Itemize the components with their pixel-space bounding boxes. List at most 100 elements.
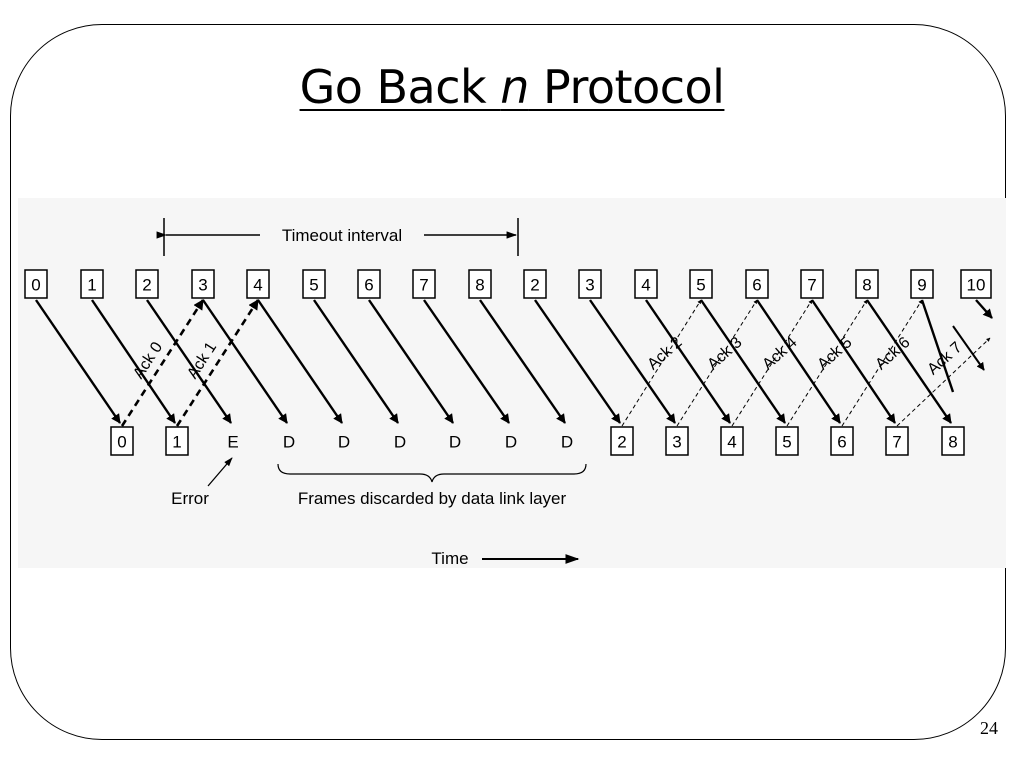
receiver-frame-label: 3 [672,433,681,452]
sender-frame-label: 1 [87,276,96,295]
discarded-brace [277,463,587,483]
discarded-frame-label: D [561,433,573,452]
time-label: Time [431,549,468,568]
frame-transmission-arrow [975,299,993,319]
frame-transmission-arrow [534,299,621,424]
sender-frame-label: 6 [752,276,761,295]
error-pointer-arrow [207,457,233,487]
sender-frame-box [468,269,492,299]
sender-frame-label: 5 [309,276,318,295]
receiver-frame-box [885,426,909,456]
sender-frame-box [910,269,934,299]
ack-arrow [786,299,868,427]
receiver-frame-box [610,426,634,456]
sender-frame-box [745,269,769,299]
discarded-frame-label: D [283,433,295,452]
frame-arrows [35,299,993,424]
frame-transmission-arrow [700,299,786,424]
frame-transmission-arrow [811,299,896,424]
receiver-frame-label: 8 [948,433,957,452]
frame-transmission-arrow [920,299,955,393]
receiver-frame-box [941,426,965,456]
frame-transmission-arrow [146,299,232,424]
sender-frame-label: 6 [364,276,373,295]
error-frame-label: E [227,433,238,452]
sender-frame-label: 5 [696,276,705,295]
receiver-frame-box [165,426,189,456]
sender-frame-label: 3 [585,276,594,295]
frame-transmission-arrow [645,299,731,424]
frame-transmission-arrow [368,299,454,424]
ack-arrow [731,299,813,427]
receiver-frame-label: 1 [172,433,181,452]
page-number: 24 [980,718,998,738]
receiver-frame-box [720,426,744,456]
frame-transmission-arrow [589,299,676,424]
sender-frame-box [24,269,48,299]
ack-arrow [175,299,260,427]
receiver-frame-label: 7 [892,433,901,452]
receiver-frame-box [665,426,689,456]
sender-frame-box [302,269,326,299]
discarded-label: Frames discarded by data link layer [298,489,567,508]
sender-frame-box [523,269,547,299]
discarded-frame-label: D [449,433,461,452]
sender-frame-box [80,269,104,299]
sender-frame-label: 8 [475,276,484,295]
sender-frame-box [191,269,215,299]
sender-frame-label: 9 [917,276,926,295]
sender-frame-box [578,269,602,299]
receiver-frame-box [775,426,799,456]
frame-transmission-arrow [313,299,399,424]
error-label: Error [171,489,209,508]
sender-frame-box [412,269,436,299]
ack-arrow [120,299,205,427]
frame-transmission-arrow [91,299,176,424]
receiver-frame-label: 5 [782,433,791,452]
frame-transmission-arrow [423,299,510,424]
receiver-frame-label: 4 [727,433,736,452]
sender-frame-label: 7 [807,276,816,295]
sender-frame-label: 0 [31,276,40,295]
frame-transmission-arrow [35,299,121,424]
sender-frame-box [689,269,713,299]
sender-frame-label: 2 [530,276,539,295]
receiver-frame-label: 0 [117,433,126,452]
discarded-frame-label: D [338,433,350,452]
frame-transmission-arrow [479,299,566,424]
frame-transmission-arrow [202,299,288,424]
sender-frame-box [357,269,381,299]
receiver-frame-box [110,426,134,456]
frame-transmission-arrow [257,299,343,424]
sender-frame-box [634,269,658,299]
discarded-frame-label: D [505,433,517,452]
receiver-frame-box [830,426,854,456]
annotations: Error Frames discarded by data link laye… [171,457,587,568]
slide-title: Go Back n Protocol [299,60,725,114]
receiver-frame-label: 2 [617,433,626,452]
receiver-frame-label: 6 [837,433,846,452]
discarded-frame-label: D [394,433,406,452]
frame-transmission-arrow [866,299,952,424]
timeout-interval: Timeout interval [156,218,519,256]
sender-frame-box [246,269,270,299]
sender-frame-label: 7 [419,276,428,295]
sender-frame-box [800,269,824,299]
frame-transmission-arrow [756,299,841,424]
sender-frame-label: 8 [862,276,871,295]
sender-frame-box [135,269,159,299]
sender-frame-label: 10 [967,276,986,295]
sender-frame-box [855,269,879,299]
sender-frame-label: 3 [198,276,207,295]
ack-arrow [896,337,991,427]
ack-arrow [676,299,758,427]
frame-transmission-arrow [952,325,985,371]
ack-arrow [621,299,702,427]
receiver-frames: 0 1 E D D D D D D 2 3 4 5 6 7 8 [110,426,965,456]
sender-frame-label: 4 [641,276,650,295]
ack-arrow [841,299,923,427]
sender-frame-box [960,269,992,299]
sender-frame-label: 2 [142,276,151,295]
